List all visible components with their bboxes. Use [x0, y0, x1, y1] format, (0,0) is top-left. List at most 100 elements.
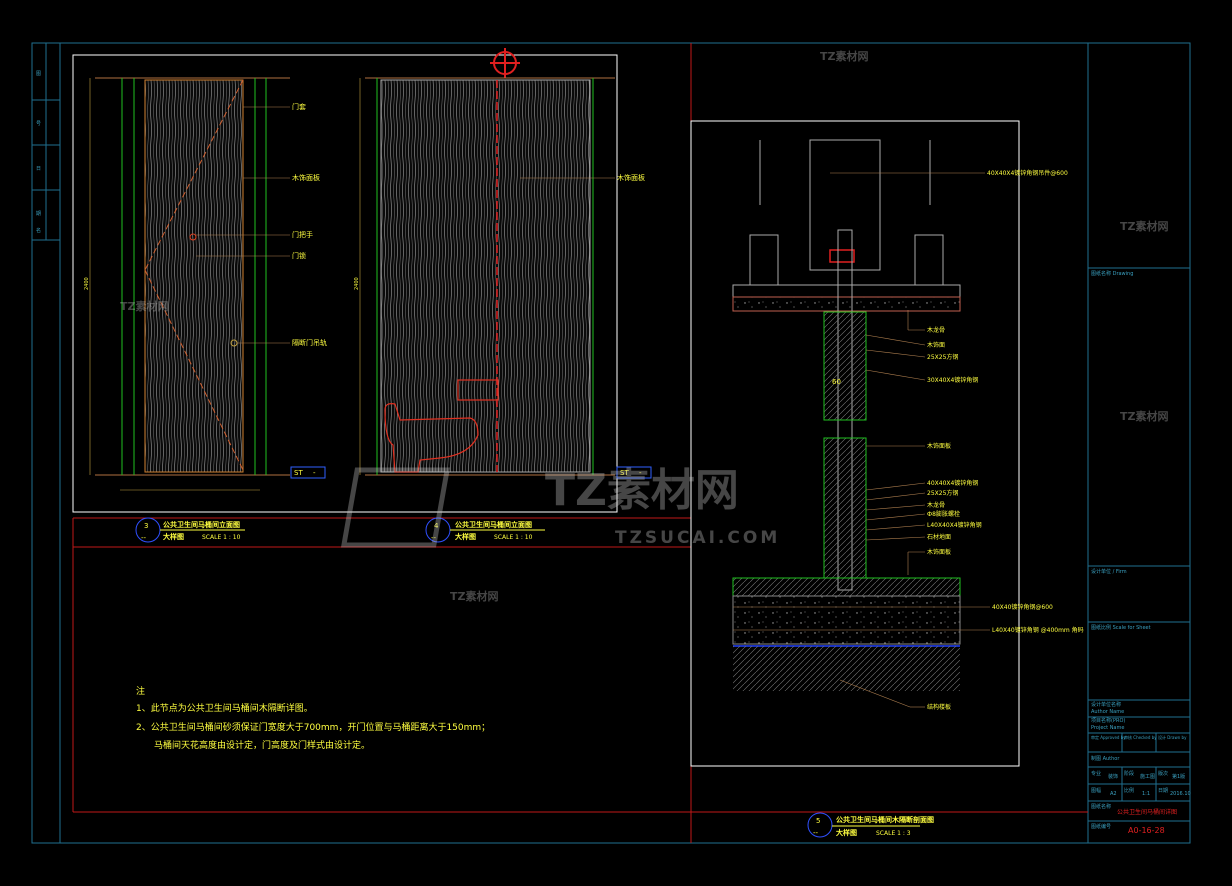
view-title-4: 4 -- 公共卫生间马桶间立面图 大样图 SCALE 1 : 10 — [425, 517, 545, 543]
callout-label: 木龙骨 — [927, 501, 945, 509]
callout-label: 25X25方钢 — [927, 353, 958, 361]
callout-label: 木饰面板 — [927, 442, 951, 450]
tb-value: A2 — [1110, 791, 1117, 797]
tb-label: 审定 Approved by — [1091, 734, 1126, 740]
dimension-text: 2400 — [84, 277, 90, 290]
strip-text: 期 — [36, 211, 41, 217]
dimension-text: 2400 — [354, 277, 360, 290]
callout-label: 40X40镀锌角钢@600 — [992, 603, 1053, 611]
callout-label: 木饰面板 — [292, 173, 320, 182]
svg-text:马桶间天花高度由设计定，门高度及门样式由设计定。: 马桶间天花高度由设计定，门高度及门样式由设计定。 — [154, 739, 370, 751]
svg-text:公共卫生间马桶间立面图: 公共卫生间马桶间立面图 — [163, 520, 240, 529]
svg-text:TZ素材网: TZ素材网 — [1120, 409, 1168, 423]
svg-text:SCALE 1 : 3: SCALE 1 : 3 — [876, 830, 911, 837]
view-title-3: 3 -- 公共卫生间马桶间立面图 大样图 SCALE 1 : 10 — [135, 517, 245, 543]
svg-text:TZ素材网: TZ素材网 — [450, 589, 498, 603]
section-5: 60 — [732, 139, 990, 708]
sheet-tag-text: ST — [620, 469, 629, 477]
tb-label: 阶段 — [1124, 770, 1134, 777]
tb-label: 审核 Checked by — [1124, 734, 1157, 740]
sheet-tag-text: ST — [294, 469, 303, 477]
svg-text:TZ素材网: TZ素材网 — [120, 299, 168, 313]
callout-label: 木饰面 — [927, 341, 945, 349]
callout-label: 石材地面 — [927, 533, 951, 541]
tb-value: 1:1 — [1142, 791, 1150, 797]
svg-text:--: -- — [141, 534, 147, 542]
elevation-4 — [359, 77, 615, 476]
left-title-strip — [32, 43, 60, 241]
viewport-section[interactable] — [690, 120, 1020, 767]
tb-label: 设计单位名称 — [1091, 701, 1121, 708]
svg-text:--: -- — [431, 534, 437, 542]
ucs-icon — [490, 48, 520, 78]
strip-text: 图 — [36, 71, 41, 77]
callout-label: L40X40镀锌角钢 @400mm 角码 — [992, 626, 1084, 634]
tb-label: 图纸名称 — [1091, 803, 1111, 810]
svg-text:TZ素材网: TZ素材网 — [820, 49, 868, 63]
tb-label: 图幅 — [1091, 787, 1101, 794]
callout-label: 木饰面板 — [617, 173, 645, 182]
callout-label: L40X40X4镀锌角钢 — [927, 521, 982, 529]
sheet-tag-text: - — [639, 469, 642, 477]
svg-text:TZ素材网: TZ素材网 — [1120, 219, 1168, 233]
toilet-icon — [384, 379, 499, 473]
tb-label: 版次 — [1158, 770, 1168, 777]
callout-label: 门把手 — [292, 230, 313, 239]
tb-value: 第1版 — [1172, 773, 1185, 780]
tb-label: 比例 — [1124, 787, 1134, 794]
svg-text:TZSUCAI.COM: TZSUCAI.COM — [615, 528, 780, 548]
section-callouts: 40X40X4镀锌角钢吊件@600 木龙骨 木饰面 25X25方钢 30X40X… — [927, 169, 1084, 711]
tb-label: 日期 — [1158, 788, 1168, 794]
tb-value: 施工图 — [1140, 773, 1155, 780]
svg-text:2、公共卫生间马桶间砂须保证门宽度大于700mm，开门位置与: 2、公共卫生间马桶间砂须保证门宽度大于700mm，开门位置与马桶距离大于150m… — [136, 721, 490, 733]
sheet-frame — [31, 42, 1191, 844]
tb-value: Author Name — [1091, 709, 1124, 715]
callout-label: 隔断门吊轨 — [292, 338, 327, 347]
svg-text:注: 注 — [136, 685, 145, 697]
sheet-tag — [290, 466, 326, 479]
callout-label: 门锁 — [292, 251, 306, 260]
tb-label: 专业 — [1091, 770, 1101, 777]
tb-label: 图纸名称 Drawing — [1091, 270, 1133, 277]
tb-label: 图纸编号 — [1091, 823, 1111, 830]
callout-label: 木龙骨 — [927, 326, 945, 334]
tb-value: Project Name — [1091, 725, 1124, 731]
callout-label: 门套 — [292, 102, 306, 111]
tb-value: 2016.10 — [1170, 791, 1191, 797]
callout-label: 30X40X4镀锌角钢 — [927, 376, 978, 384]
callout-label: Ф8膨胀螺栓 — [927, 510, 960, 518]
title-block — [1088, 267, 1190, 822]
svg-text:4: 4 — [434, 522, 439, 530]
watermark: TZ素材网 TZSUCAI.COM TZ素材网 TZ素材网 TZ素材网 TZ素材… — [120, 49, 1168, 603]
callout-label: 25X25方钢 — [927, 489, 958, 497]
svg-text:公共卫生间马桶间木隔断剖面图: 公共卫生间马桶间木隔断剖面图 — [836, 815, 934, 824]
tb-label: 图纸比例 Scale for Sheet — [1091, 624, 1151, 631]
svg-text:大样图: 大样图 — [455, 532, 476, 541]
svg-text:TZ素材网: TZ素材网 — [545, 465, 739, 516]
svg-text:SCALE 1 : 10: SCALE 1 : 10 — [202, 534, 241, 541]
strip-text: 日 — [36, 166, 41, 172]
tb-value: 装饰 — [1108, 773, 1118, 780]
dimension-text: 60 — [832, 378, 841, 386]
tb-label: 设计 Drawn by — [1158, 734, 1187, 740]
callout-label: 结构楼板 — [927, 703, 951, 711]
tb-label: 项目名称(PRO) — [1091, 717, 1125, 724]
sheet-tag — [616, 466, 652, 479]
drawing-number: A0-16-28 — [1128, 826, 1165, 835]
sheet-tag-text: - — [313, 469, 316, 477]
viewport-elevations[interactable] — [72, 54, 618, 513]
svg-text:1、此节点为公共卫生间马桶间木隔断详图。: 1、此节点为公共卫生间马桶间木隔断详图。 — [136, 702, 313, 714]
tb-label: 设计单位 / Firm — [1091, 568, 1127, 575]
callout-label: 木饰面板 — [927, 548, 951, 556]
svg-text:--: -- — [813, 829, 819, 837]
svg-text:大样图: 大样图 — [836, 828, 857, 837]
svg-text:大样图: 大样图 — [163, 532, 184, 541]
elevation-3 — [89, 77, 290, 491]
drawing-name: 公共卫生间马桶间详图 — [1117, 808, 1177, 816]
callout-label: 40X40X4镀锌角钢 — [927, 479, 978, 487]
strip-text: 号 — [36, 121, 41, 127]
callout-label: 40X40X4镀锌角钢吊件@600 — [987, 169, 1068, 177]
svg-text:3: 3 — [144, 522, 148, 530]
strip-text: 名 — [36, 227, 41, 234]
